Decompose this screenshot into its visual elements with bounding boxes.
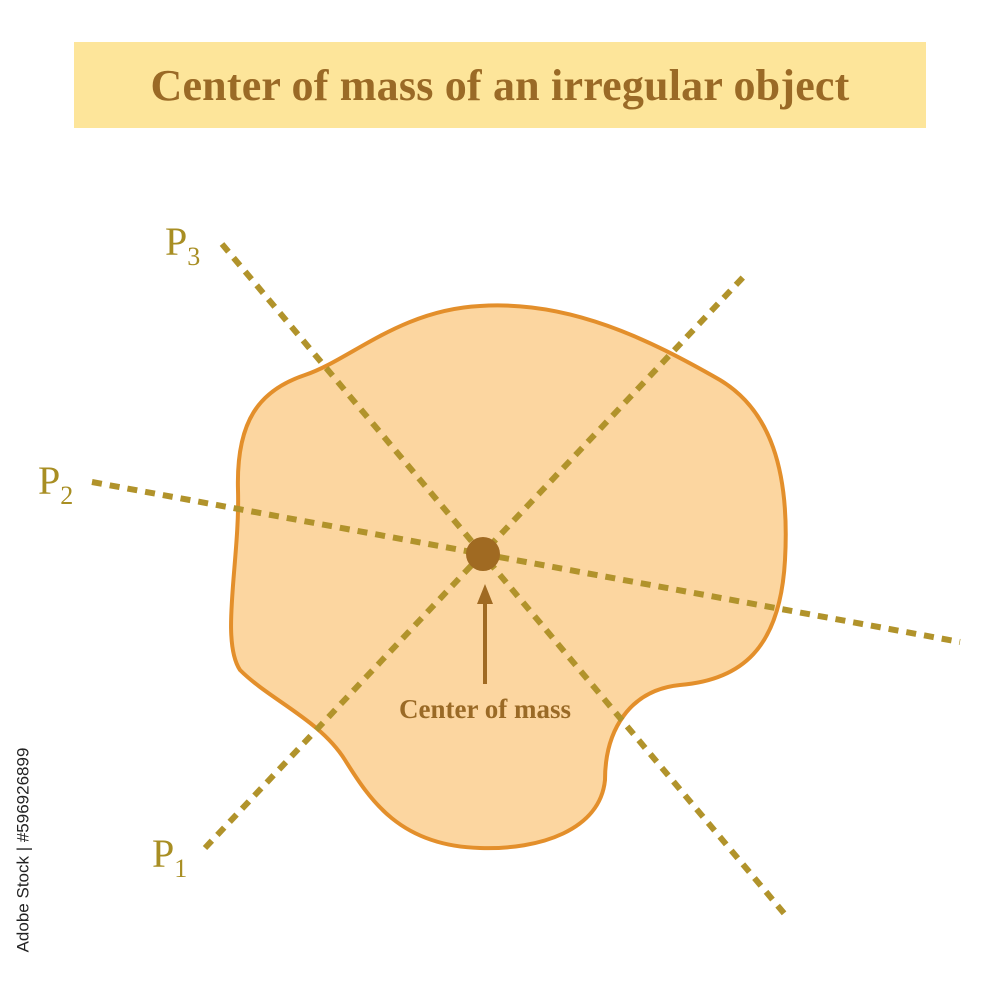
watermark: Adobe Stock | #596926899 — [8, 747, 38, 953]
label-p3-subscript: 3 — [187, 242, 200, 271]
line-p2 — [91, 479, 961, 645]
label-p2-subscript: 2 — [60, 481, 73, 510]
irregular-object — [229, 303, 788, 851]
label-p2-letter: P — [38, 458, 60, 503]
label-p1: P1 — [152, 831, 187, 883]
label-p1-subscript: 1 — [174, 854, 187, 883]
diagram-title: Center of mass of an irregular object — [150, 60, 850, 110]
line-p3 — [219, 242, 791, 920]
center-of-mass-dot — [466, 537, 500, 571]
label-p3-letter: P — [165, 219, 187, 264]
center-arrow — [477, 584, 493, 684]
line-p1 — [202, 269, 751, 851]
watermark-text: Adobe Stock | #596926899 — [13, 747, 32, 953]
label-p3: P3 — [165, 219, 200, 271]
label-p1-letter: P — [152, 831, 174, 876]
label-p2: P2 — [38, 458, 73, 510]
title-banner: Center of mass of an irregular object — [74, 42, 926, 128]
center-of-mass-label: Center of mass — [399, 694, 571, 724]
